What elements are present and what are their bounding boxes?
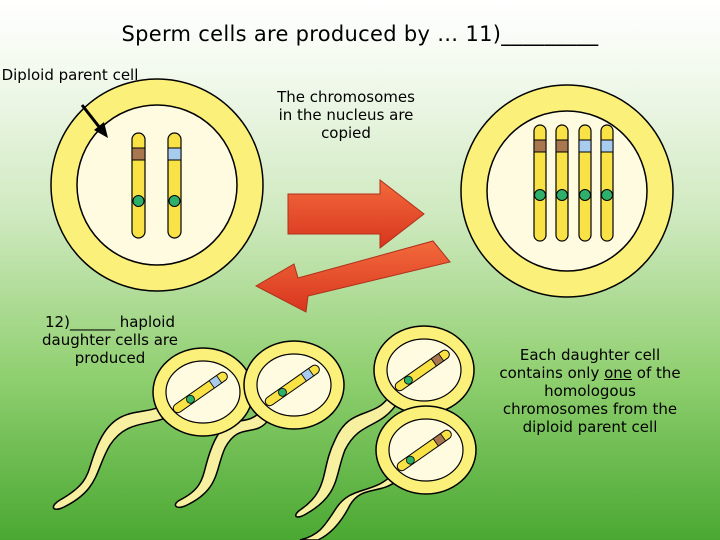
sperm-tail-3: [294, 393, 399, 518]
daughter-cell-note-start: Each daughter cell contains only: [499, 346, 661, 382]
emphasis-one: one: [604, 364, 633, 382]
copied-chromatid-3: [578, 124, 592, 242]
copied-chromatid-1: [533, 124, 547, 242]
sperm-tail-1: [52, 398, 180, 511]
copied-chromatid-4: [600, 124, 614, 242]
daughter-cell-note-end: of the homologous chromosomes from the d…: [502, 364, 681, 436]
sperm-3: [373, 325, 475, 415]
chromosome-right: [167, 132, 182, 239]
copied-cell: [460, 84, 674, 298]
copied-chromatid-2: [555, 124, 569, 242]
pointer-arrow: [80, 104, 108, 138]
chromosome-left: [131, 132, 146, 239]
right-arrow: [287, 178, 425, 250]
sperm-tail-4: [299, 473, 400, 540]
parent-cell: [50, 78, 264, 292]
chromosomes-copied-label: The chromosomes in the nucleus are copie…: [277, 88, 415, 142]
down-left-arrow: [254, 240, 451, 313]
slide-title: Sperm cells are produced by … 11)_______…: [121, 22, 599, 46]
daughter-cell-note: Each daughter cell contains only one of …: [490, 346, 690, 436]
diploid-parent-label: Diploid parent cell: [1, 66, 139, 84]
haploid-daughter-label: 12)______ haploid daughter cells are pro…: [42, 313, 178, 367]
sperm-2: [243, 340, 345, 430]
sperm-1: [152, 347, 254, 437]
sperm-tails: [52, 393, 400, 540]
sperm-4: [375, 405, 477, 495]
